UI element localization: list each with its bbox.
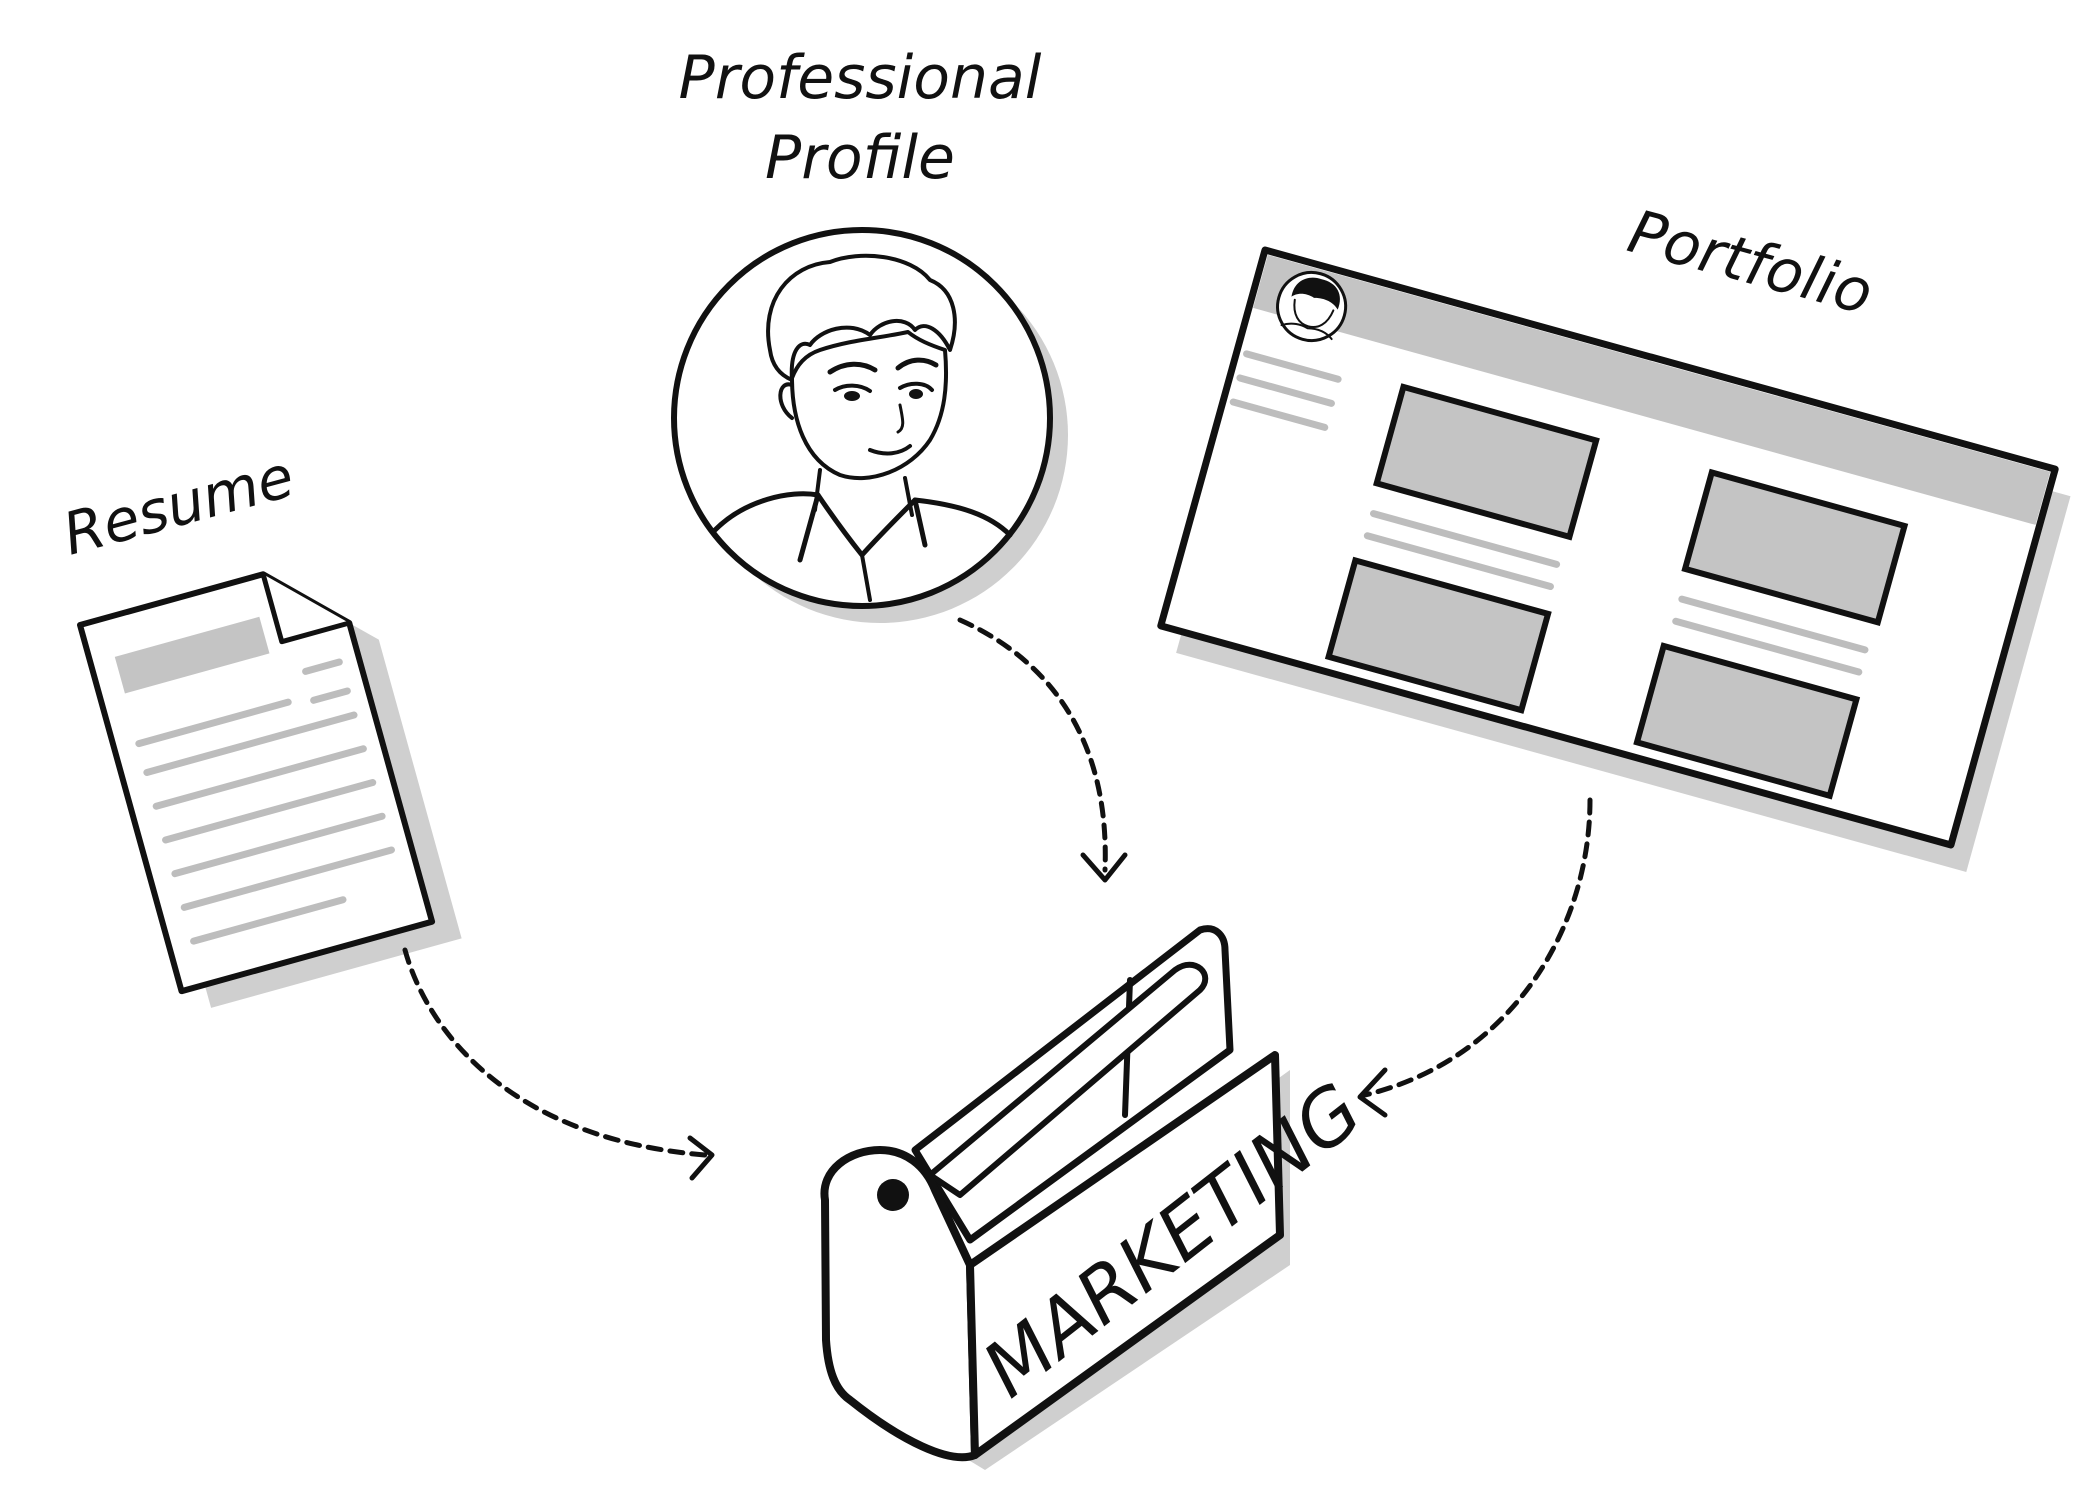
arrowhead-icon: [1357, 1067, 1388, 1118]
portfolio-header-bar: [1253, 254, 2051, 525]
professional-profile-label-line1: Professional: [679, 43, 1042, 113]
professional-profile-node: [671, 227, 1068, 623]
toolbox-icon: MARKETING: [820, 925, 1378, 1470]
portfolio-label: Portfolio: [1621, 197, 1880, 329]
edge-profile-to-toolbox: [957, 617, 1128, 883]
portfolio-node: [1157, 246, 2071, 873]
professional-profile-label-line2: Profile: [765, 123, 955, 193]
portfolio-thumbnail: [1373, 383, 1600, 541]
resume-label: Resume: [56, 442, 301, 569]
arrowhead-icon: [687, 1135, 715, 1181]
portfolio-thumbnail: [1681, 468, 1909, 626]
edge-portfolio-to-toolbox: [1357, 797, 1593, 1118]
toolbox-handle-hole: [877, 1179, 909, 1211]
arrowhead-icon: [1080, 852, 1128, 883]
resume-node: [77, 571, 462, 1008]
marketing-toolbox-node: MARKETING: [820, 925, 1378, 1470]
portfolio-avatar-icon: [1276, 271, 1348, 343]
person-portrait-icon: [712, 253, 1013, 602]
portfolio-thumbnail: [1324, 556, 1552, 714]
resume-folded-corner: [260, 571, 352, 645]
resume-heading-block: [114, 616, 270, 694]
edge-resume-to-toolbox: [402, 947, 715, 1181]
portfolio-thumbnail: [1633, 642, 1861, 800]
